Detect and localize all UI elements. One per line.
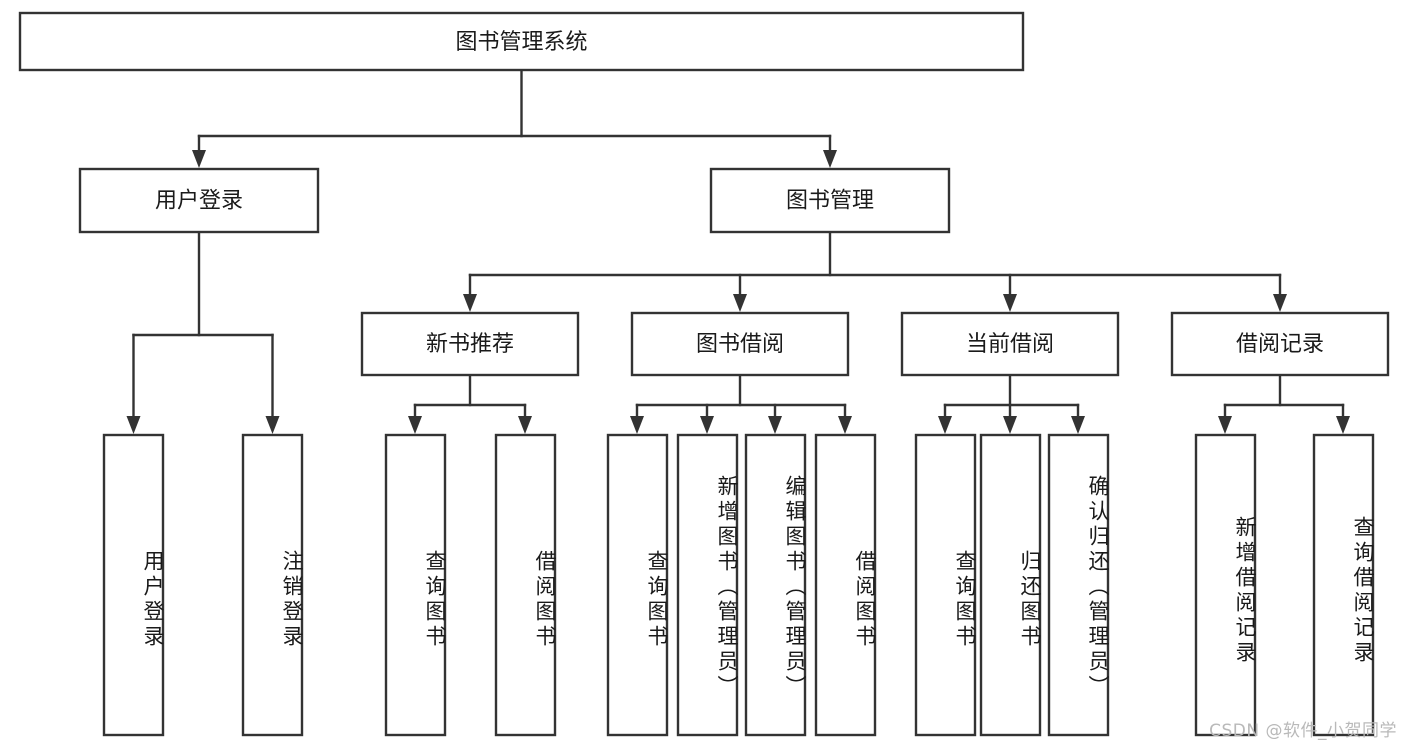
leaf-bookborrow-query[interactable] [606, 433, 669, 737]
node-current-borrow-label: 当前借阅 [966, 332, 1054, 357]
leaf-newbook-borrow[interactable] [494, 433, 557, 737]
node-current-borrow[interactable]: 当前借阅 [900, 311, 1120, 377]
leaf-bookborrow-borrow[interactable] [814, 433, 877, 737]
leaf-currentborrow-query[interactable] [914, 433, 977, 737]
arrow-head-icon [408, 416, 422, 434]
arrow-head-icon [1003, 416, 1017, 434]
arrow-head-icon [1336, 416, 1350, 434]
node-book-borrow[interactable]: 图书借阅 [630, 311, 850, 377]
leaf-bookborrow-edit[interactable] [744, 433, 807, 737]
arrow-head-icon [630, 416, 644, 434]
leaf-currentborrow-confirm[interactable] [1047, 433, 1110, 737]
arrow-head-icon [1218, 416, 1232, 434]
leaf-borrowrecord-add[interactable] [1194, 433, 1257, 737]
arrow-head-icon [838, 416, 852, 434]
arrow-head-icon [1071, 416, 1085, 434]
node-borrow-record[interactable]: 借阅记录 [1170, 311, 1390, 377]
connector-currentborrow-to-leaves [938, 373, 1085, 434]
connector-userlogin-to-leaves [126, 230, 280, 434]
arrow-head-icon [733, 294, 747, 312]
node-root-label: 图书管理系统 [455, 30, 587, 55]
node-book-management[interactable]: 图书管理 [709, 167, 951, 234]
arrow-head-icon [1003, 294, 1017, 312]
leaf-bookborrow-add[interactable] [676, 433, 739, 737]
leaf-user-login-logout[interactable] [241, 433, 304, 737]
arrow-head-icon [768, 416, 782, 434]
arrow-head-icon [1273, 294, 1287, 312]
node-user-login[interactable]: 用户登录 [78, 167, 320, 234]
connector-bookmgmt-to-level3 [463, 230, 1287, 312]
node-book-management-label: 图书管理 [786, 189, 874, 214]
node-new-book-recommend-label: 新书推荐 [426, 332, 514, 357]
node-borrow-record-label: 借阅记录 [1236, 332, 1324, 357]
node-user-login-label: 用户登录 [155, 189, 243, 214]
arrow-head-icon [126, 416, 141, 434]
node-book-borrow-label: 图书借阅 [696, 332, 784, 357]
arrow-head-icon [938, 416, 952, 434]
leaf-newbook-query[interactable] [384, 433, 447, 737]
leaf-user-login-login[interactable] [102, 433, 165, 737]
node-root-system[interactable]: 图书管理系统 [18, 11, 1025, 72]
arrow-head-icon [463, 294, 477, 312]
node-new-book-recommend[interactable]: 新书推荐 [360, 311, 580, 377]
arrow-head-icon [700, 416, 714, 434]
connector-newbook-to-leaves [408, 373, 532, 434]
connector-root-to-level2 [192, 68, 837, 168]
connector-borrowrecord-to-leaves [1218, 373, 1350, 434]
leaf-borrowrecord-query[interactable] [1312, 433, 1375, 737]
leaf-currentborrow-return[interactable] [979, 433, 1042, 737]
csdn-watermark: CSDN @软件_小贺同学 [1209, 721, 1397, 741]
connector-bookborrow-to-leaves [630, 373, 852, 434]
arrow-head-icon [823, 150, 837, 168]
arrow-head-icon [265, 416, 280, 434]
arrow-head-icon [518, 416, 532, 434]
arrow-head-icon [192, 150, 206, 168]
